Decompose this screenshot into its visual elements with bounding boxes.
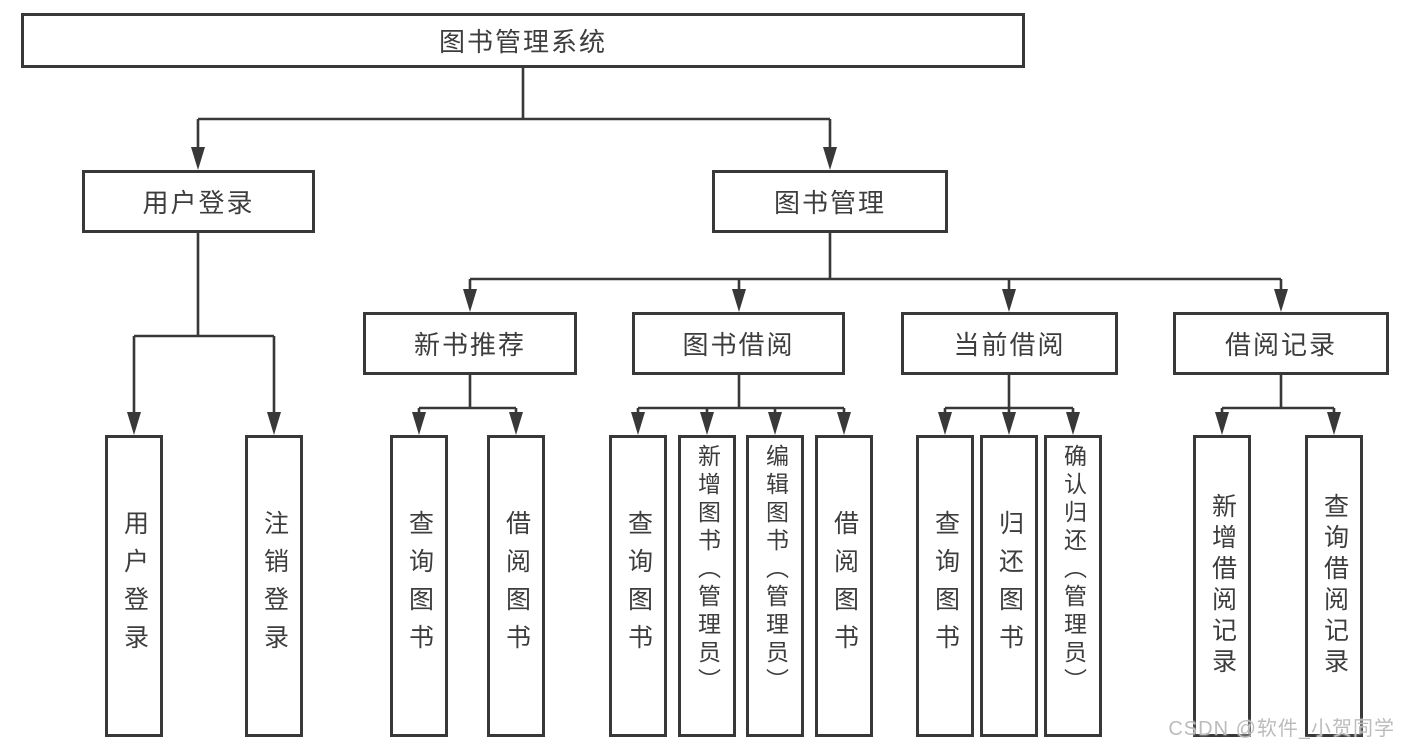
leaf-label: 查询图书: [624, 510, 653, 662]
leaf-label: 归还图书: [995, 510, 1024, 662]
node-current-borrow: 当前借阅: [901, 312, 1118, 375]
arrowhead: [191, 147, 205, 170]
leaf-label: 查询图书: [405, 510, 434, 662]
connector-root: [196, 68, 832, 150]
connector-borrow: [636, 375, 846, 414]
leaf-logout: 注销登录: [245, 435, 303, 737]
arrowhead: [1327, 412, 1341, 435]
leaf-label: 借阅图书: [830, 510, 859, 662]
arrowhead: [631, 412, 645, 435]
leaf-label: 查询图书: [931, 510, 960, 662]
arrowheads: [127, 147, 1341, 435]
leaf-borrow-books: 借阅图书: [487, 435, 545, 737]
leaf-label: 用户登录: [120, 510, 149, 662]
leaf-label: 新增图书（管理员）: [694, 444, 721, 696]
leaf-label: 编辑图书（管理员）: [762, 444, 789, 696]
arrowhead: [463, 289, 477, 312]
leaf-borrow-books: 借阅图书: [815, 435, 873, 737]
leaf-label: 注销登录: [260, 510, 289, 662]
arrowhead: [823, 147, 837, 170]
connector-current: [943, 375, 1075, 414]
node-user-login: 用户登录: [82, 170, 315, 233]
csdn-watermark: CSDN @软件_小贺同学: [1168, 718, 1395, 740]
leaf-confirm-return-admin: 确认归还（管理员）: [1044, 435, 1102, 737]
leaf-add-books-admin: 新增图书（管理员）: [678, 435, 736, 737]
connector-new-rec: [417, 375, 518, 414]
leaf-query-borrow-record: 查询借阅记录: [1305, 435, 1363, 737]
node-root-title: 图书管理系统: [21, 13, 1025, 68]
leaf-user-login: 用户登录: [105, 435, 163, 737]
node-book-management: 图书管理: [712, 170, 948, 233]
arrowhead: [700, 412, 714, 435]
node-new-book-recommend: 新书推荐: [363, 312, 577, 375]
leaf-label: 确认归还（管理员）: [1060, 444, 1087, 696]
leaf-return-books: 归还图书: [980, 435, 1038, 737]
leaf-query-books: 查询图书: [390, 435, 448, 737]
arrowhead: [837, 412, 851, 435]
node-book-borrow: 图书借阅: [632, 312, 845, 375]
leaf-query-books: 查询图书: [916, 435, 974, 737]
arrowhead: [768, 412, 782, 435]
arrowhead: [267, 412, 281, 435]
arrowhead: [732, 289, 746, 312]
arrowhead: [509, 412, 523, 435]
arrowhead: [1066, 412, 1080, 435]
leaf-label: 新增借阅记录: [1208, 493, 1237, 679]
arrowhead: [1002, 412, 1016, 435]
leaf-add-borrow-record: 新增借阅记录: [1193, 435, 1251, 737]
leaf-label: 查询借阅记录: [1320, 493, 1349, 679]
leaf-edit-books-admin: 编辑图书（管理员）: [746, 435, 804, 737]
connector-records: [1220, 375, 1336, 414]
arrowhead: [412, 412, 426, 435]
arrowhead: [1002, 289, 1016, 312]
leaf-label: 借阅图书: [502, 510, 531, 662]
leaf-query-books: 查询图书: [609, 435, 667, 737]
connector-user-login: [132, 233, 276, 414]
connector-book-mgmt: [468, 233, 1283, 292]
node-borrow-records: 借阅记录: [1173, 312, 1389, 375]
arrowhead: [1215, 412, 1229, 435]
arrowhead: [127, 412, 141, 435]
arrowhead: [938, 412, 952, 435]
arrowhead: [1274, 289, 1288, 312]
